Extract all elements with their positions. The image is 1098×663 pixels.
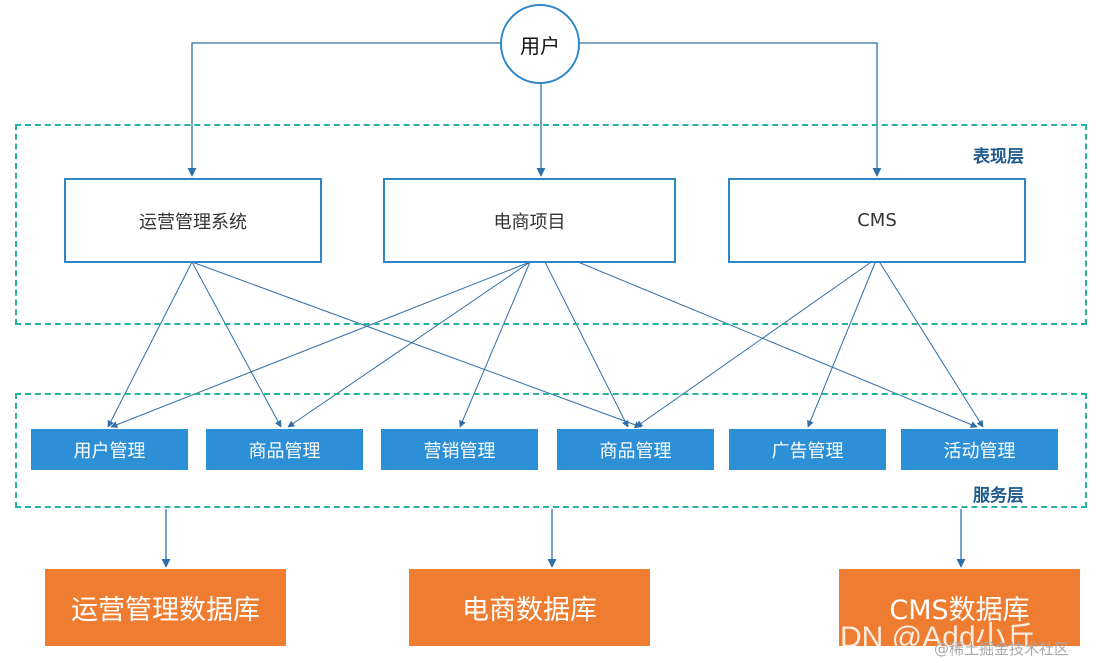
service-marketing-mgmt: 营销管理 [381, 429, 538, 470]
database-ops: 运营管理数据库 [45, 569, 286, 646]
service-layer-label: 服务层 [973, 486, 1024, 506]
database-ecom: 电商数据库 [409, 569, 650, 646]
service-user-mgmt: 用户管理 [31, 429, 188, 470]
arrow-ops-to-user-mgmt [107, 261, 193, 428]
arrow-cms-to-activity-mgmt [876, 257, 984, 428]
presentation-layer-zone [15, 124, 1087, 325]
service-activity-mgmt: 活动管理 [901, 429, 1058, 470]
arrow-user-to-cms [580, 42, 882, 177]
arrow-user-to-ops [187, 42, 500, 177]
arrow-cms-to-goods-mgmt-2 [635, 257, 878, 428]
arrow-ecom-to-goods-mgmt-2 [544, 261, 629, 428]
service-layer-zone [15, 393, 1087, 508]
database-cms: CMS数据库 [839, 569, 1080, 646]
app-cms: CMS [728, 178, 1026, 263]
arrow-ops-to-goods-mgmt-2 [191, 261, 642, 429]
arrow-cms-to-ad-mgmt [807, 257, 878, 428]
arrow-ecom-to-goods-mgmt-1 [287, 261, 531, 428]
arrow-ecom-to-activity-mgmt [577, 261, 978, 428]
service-goods-mgmt-1: 商品管理 [206, 429, 363, 470]
arrow-ecom-to-user-mgmt [110, 261, 531, 428]
app-ops-system: 运营管理系统 [64, 178, 322, 263]
app-ecommerce-project: 电商项目 [383, 178, 676, 263]
service-ad-mgmt: 广告管理 [729, 429, 886, 470]
presentation-layer-label: 表现层 [973, 147, 1024, 167]
arrow-ecom-to-marketing-mgmt [459, 261, 531, 428]
user-node: 用户 [500, 4, 580, 84]
service-goods-mgmt-2: 商品管理 [557, 429, 714, 470]
arrow-ops-to-goods-mgmt-1 [191, 261, 282, 428]
